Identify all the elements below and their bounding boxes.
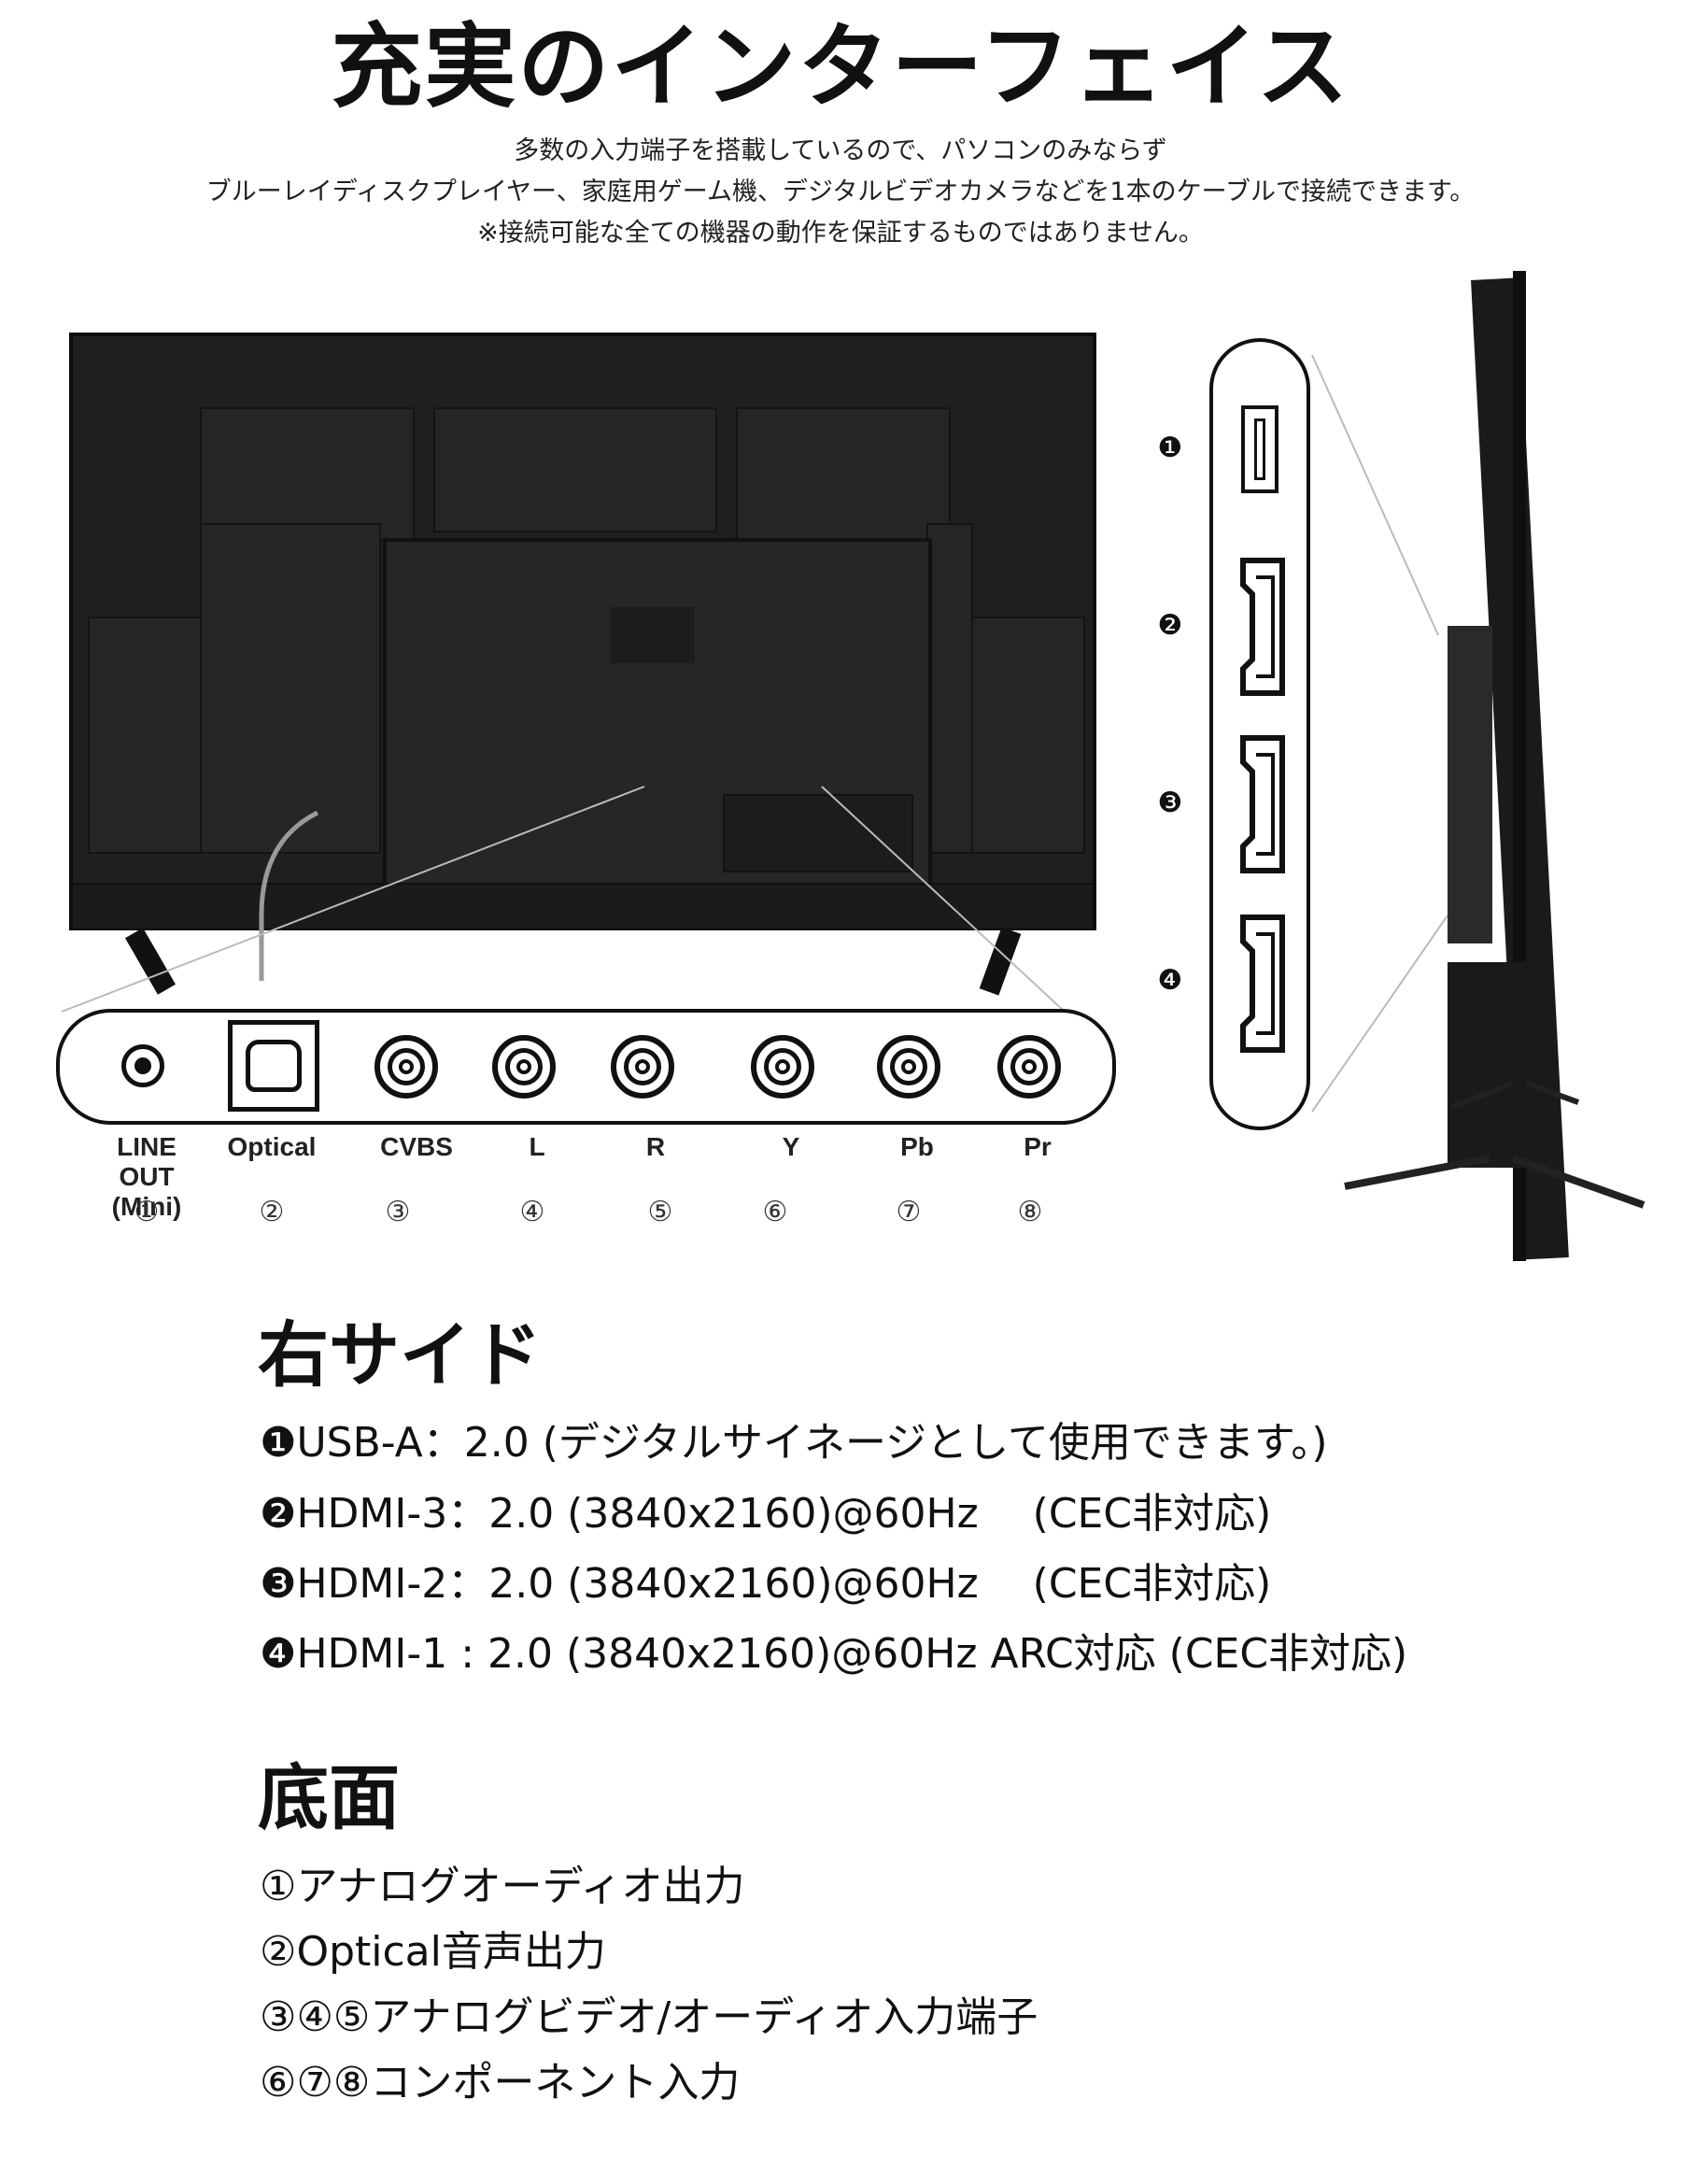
cable-illustration: [259, 810, 319, 981]
rca-jack-icon: [877, 1035, 940, 1099]
bottom-heading: 底面: [258, 1756, 400, 1839]
port-num-3: ③: [385, 1196, 411, 1228]
port-label-line-out: LINE OUT(Mini): [111, 1132, 182, 1221]
tv-rear-illustration: [69, 333, 1096, 930]
side-port-panel: [1209, 338, 1310, 1130]
port-num-4: ④: [519, 1196, 545, 1228]
callout-lines: [61, 354, 1448, 1113]
right-side-line-4: ❹HDMI-1 : 2.0 (3840x2160)@60Hz ARC対応 (CE…: [260, 1630, 1408, 1678]
intro-line-2: ブルーレイディスクプレイヤー、家庭用ゲーム機、デジタルビデオカメラなどを1本のケ…: [205, 177, 1476, 206]
usb-port-icon: [1241, 405, 1278, 493]
side-num-4: ❹: [1157, 964, 1183, 997]
rca-jack-icon: [374, 1035, 438, 1099]
port-num-8: ⑧: [1017, 1196, 1043, 1228]
port-label-pr: Pr: [1024, 1132, 1052, 1161]
port-label-l: L: [529, 1132, 545, 1161]
rca-jack-icon: [611, 1035, 674, 1099]
port-label-optical: Optical: [227, 1132, 317, 1161]
bottom-line-2: ②Optical音声出力: [260, 1928, 606, 1976]
port-label-pb: Pb: [900, 1132, 934, 1161]
hdmi-port-icon: [1240, 558, 1285, 696]
port-num-2: ②: [259, 1196, 285, 1228]
rca-jack-icon: [997, 1035, 1061, 1099]
port-num-1: ①: [134, 1196, 160, 1228]
tv-side-profile: [1326, 271, 1662, 1261]
optical-port-icon: [228, 1020, 319, 1112]
side-num-1: ❶: [1157, 432, 1183, 464]
page-title: 充実のインターフェイス: [331, 14, 1350, 121]
intro-line-3: ※接続可能な全ての機器の動作を保証するものではありません。: [477, 219, 1204, 248]
right-side-line-1: ❶USB-A：2.0 (デジタルサイネージとして使用できます。): [260, 1419, 1328, 1467]
rca-jack-icon: [492, 1035, 556, 1099]
bottom-port-panel: [56, 1009, 1116, 1125]
rca-jack-icon: [751, 1035, 814, 1099]
side-num-2: ❷: [1157, 609, 1183, 642]
right-side-heading: 右サイド: [258, 1313, 542, 1397]
right-side-line-3: ❸HDMI-2：2.0 (3840x2160)@60Hz (CEC非対応): [260, 1560, 1272, 1608]
port-num-7: ⑦: [896, 1196, 922, 1228]
mini-jack-icon: [121, 1044, 164, 1087]
bottom-line-1: ①アナログオーディオ出力: [260, 1863, 745, 1910]
hdmi-port-icon: [1240, 735, 1285, 873]
port-num-6: ⑥: [762, 1196, 788, 1228]
port-label-r: R: [645, 1132, 666, 1161]
bottom-line-4: ⑥⑦⑧コンポーネント入力: [260, 2059, 741, 2106]
side-num-3: ❸: [1157, 787, 1183, 819]
port-label-cvbs: CVBS: [380, 1132, 453, 1161]
intro-line-1: 多数の入力端子を搭載しているので、パソコンのみならず: [514, 136, 1167, 165]
port-label-y: Y: [782, 1132, 800, 1161]
hdmi-port-icon: [1240, 915, 1285, 1053]
bottom-line-3: ③④⑤アナログビデオ/オーディオ入力端子: [260, 1993, 1038, 2041]
right-side-line-2: ❷HDMI-3：2.0 (3840x2160)@60Hz (CEC非対応): [260, 1490, 1272, 1538]
port-num-5: ⑤: [647, 1196, 673, 1228]
